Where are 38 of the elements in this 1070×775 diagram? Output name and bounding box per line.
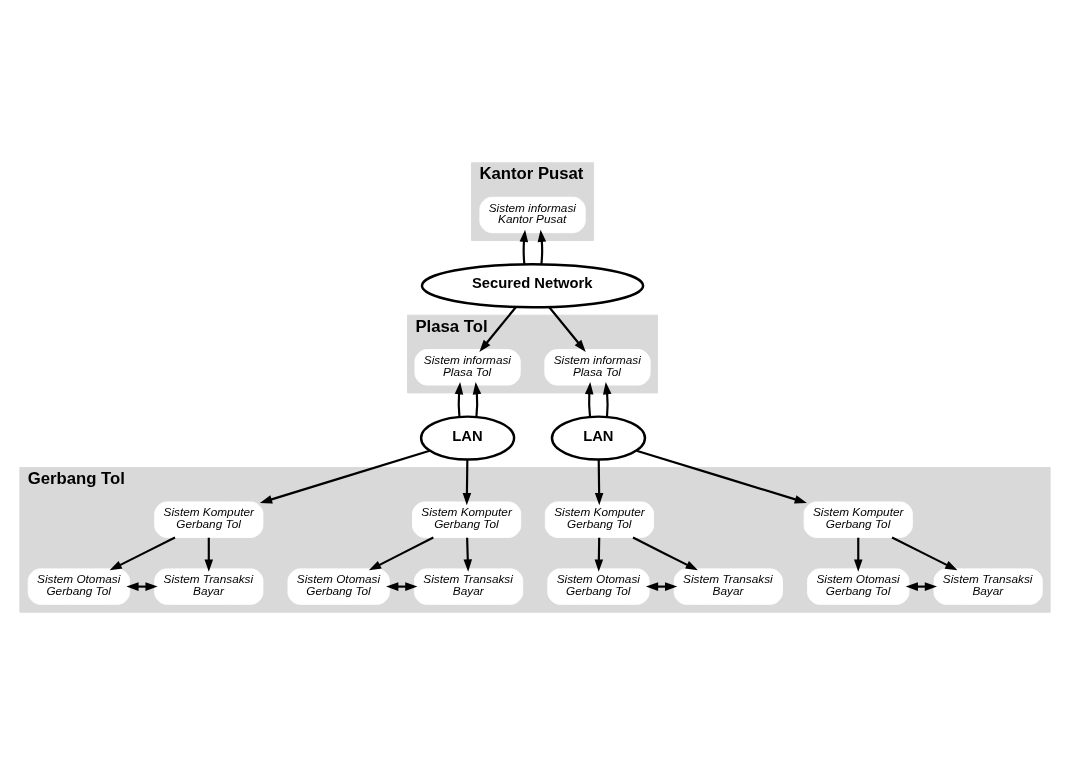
arrow [472,382,482,417]
node-ellipse: LAN [419,415,516,461]
arrow [594,537,604,572]
arrow [636,449,807,504]
arrow [602,382,612,417]
arrow [537,229,547,265]
node-box: Sistem informasi Kantor Pusat [479,196,586,234]
arrow [368,536,434,571]
arrow [632,536,698,571]
arrow [519,229,529,265]
arrow [463,537,473,572]
node-box: Sistem Transaksi Bayar [413,568,524,605]
arrow [853,537,863,572]
arrow [548,306,586,352]
node-box: Sistem Otomasi Gerbang Tol [287,568,390,605]
arrow [462,460,472,506]
node-box: Sistem Otomasi Gerbang Tol [547,568,650,605]
node-box: Sistem informasi Plasa Tol [544,349,651,386]
node-ellipse: Secured Network [420,263,645,309]
node-box: Sistem informasi Plasa Tol [414,349,521,386]
arrow [109,536,176,571]
arrow [891,536,958,571]
arrow [584,382,594,417]
arrow [479,306,517,352]
arrow [594,460,604,506]
node-box: Sistem Komputer Gerbang Tol [154,501,264,538]
arrow [204,537,214,572]
arrow [259,449,430,504]
node-box: Sistem Komputer Gerbang Tol [803,501,913,538]
node-box: Sistem Otomasi Gerbang Tol [807,568,910,605]
node-box: Sistem Komputer Gerbang Tol [412,501,522,538]
node-box: Sistem Transaksi Bayar [154,568,264,605]
node-ellipse: LAN [550,415,647,461]
node-box: Sistem Komputer Gerbang Tol [544,501,655,538]
node-box: Sistem Transaksi Bayar [933,568,1043,605]
node-box: Sistem Otomasi Gerbang Tol [27,568,131,605]
arrow [454,382,464,417]
node-box: Sistem Transaksi Bayar [673,568,783,605]
